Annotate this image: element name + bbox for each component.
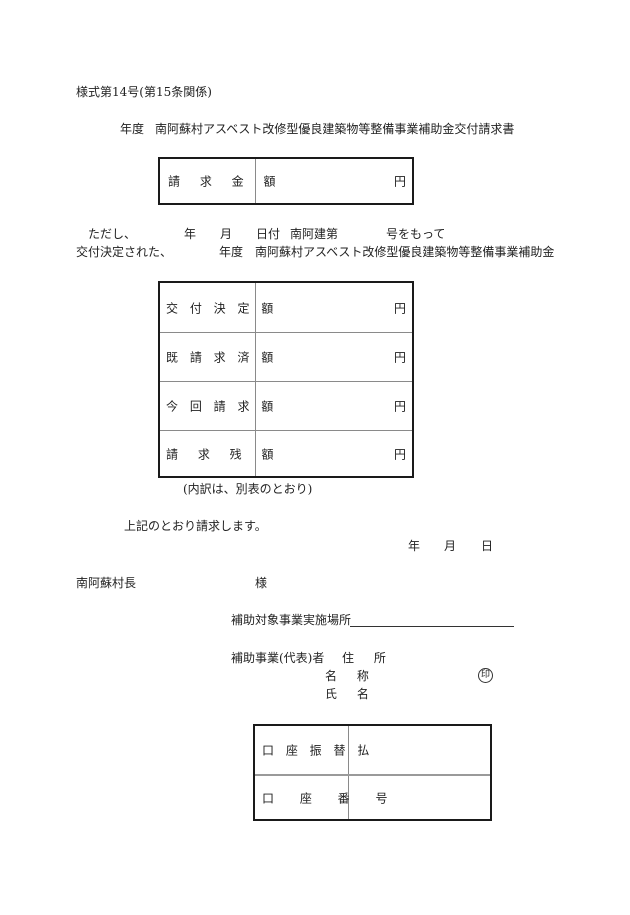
body-prefix: ただし、 bbox=[88, 227, 137, 241]
person-name-label: 氏 名 bbox=[325, 687, 377, 701]
page-title: 南阿蘇村アスベスト改修型優良建築物等整備事業補助金交付請求書 bbox=[155, 122, 515, 136]
date-day: 日 bbox=[481, 539, 494, 553]
column-divider bbox=[348, 726, 349, 819]
current-request-label: 今 回 請 求 額 bbox=[166, 399, 278, 414]
body-line2-year: 年度 bbox=[219, 245, 244, 259]
seal-icon: 印 bbox=[478, 668, 493, 683]
date-year: 年 bbox=[408, 539, 421, 553]
transfer-payment-label: 口 座 振 替 払 bbox=[262, 743, 374, 758]
body-year: 年 bbox=[184, 227, 197, 241]
body-doc-suffix: 号をもって bbox=[386, 227, 446, 241]
address-label: 住 所 bbox=[342, 651, 394, 665]
representative-label: 補助事業(代表)者 bbox=[231, 651, 325, 665]
org-name-label: 名 称 bbox=[325, 669, 377, 683]
yen-unit: 円 bbox=[393, 399, 406, 414]
column-divider bbox=[255, 283, 256, 476]
closing-statement: 上記のとおり請求します。 bbox=[124, 519, 267, 533]
yen-unit: 円 bbox=[393, 447, 406, 461]
table-row: 交 付 決 定 額 円 bbox=[160, 283, 412, 332]
yen-unit: 円 bbox=[393, 301, 406, 315]
request-amount-table: 請 求 金 額 円 bbox=[158, 157, 414, 205]
body-day-ref: 日付 bbox=[256, 227, 281, 241]
breakdown-note: (内訳は、別表のとおり) bbox=[183, 482, 313, 496]
yen-unit: 円 bbox=[393, 174, 406, 189]
column-divider bbox=[255, 159, 256, 203]
seal-text: 印 bbox=[480, 670, 490, 680]
bank-table: 口 座 振 替 払 口 座 番 号 bbox=[253, 724, 492, 821]
title-year: 年度 bbox=[120, 122, 145, 136]
location-label: 補助対象事業実施場所 bbox=[231, 613, 352, 627]
body-line2-program: 南阿蘇村アスベスト改修型優良建築物等整備事業補助金 bbox=[255, 245, 555, 259]
table-row: 既 請 求 済 額 円 bbox=[160, 332, 412, 381]
addressee-honorific: 様 bbox=[255, 576, 268, 590]
form-number: 様式第14号(第15条関係) bbox=[76, 85, 212, 99]
table-row: 今 回 請 求 額 円 bbox=[160, 381, 412, 430]
table-row: 口 座 番 号 bbox=[255, 774, 490, 819]
location-input-line[interactable] bbox=[350, 626, 514, 627]
amount-table: 交 付 決 定 額 円 既 請 求 済 額 円 今 回 請 求 額 円 請 求 … bbox=[158, 281, 414, 478]
account-number-label: 口 座 番 号 bbox=[262, 791, 399, 805]
request-amount-label: 請 求 金 額 bbox=[168, 174, 284, 189]
body-month: 月 bbox=[220, 227, 233, 241]
body-line2-prefix: 交付決定された、 bbox=[76, 245, 173, 259]
grant-decided-label: 交 付 決 定 額 bbox=[166, 301, 278, 315]
table-row: 口 座 振 替 払 bbox=[255, 726, 490, 774]
table-row: 請 求 残 額 円 bbox=[160, 430, 412, 476]
already-requested-label: 既 請 求 済 額 bbox=[166, 350, 278, 365]
yen-unit: 円 bbox=[393, 350, 406, 365]
remaining-label: 請 求 残 額 bbox=[166, 447, 282, 461]
date-month: 月 bbox=[444, 539, 457, 553]
body-doc-prefix: 南阿建第 bbox=[290, 227, 339, 241]
addressee-name: 南阿蘇村長 bbox=[76, 576, 137, 590]
